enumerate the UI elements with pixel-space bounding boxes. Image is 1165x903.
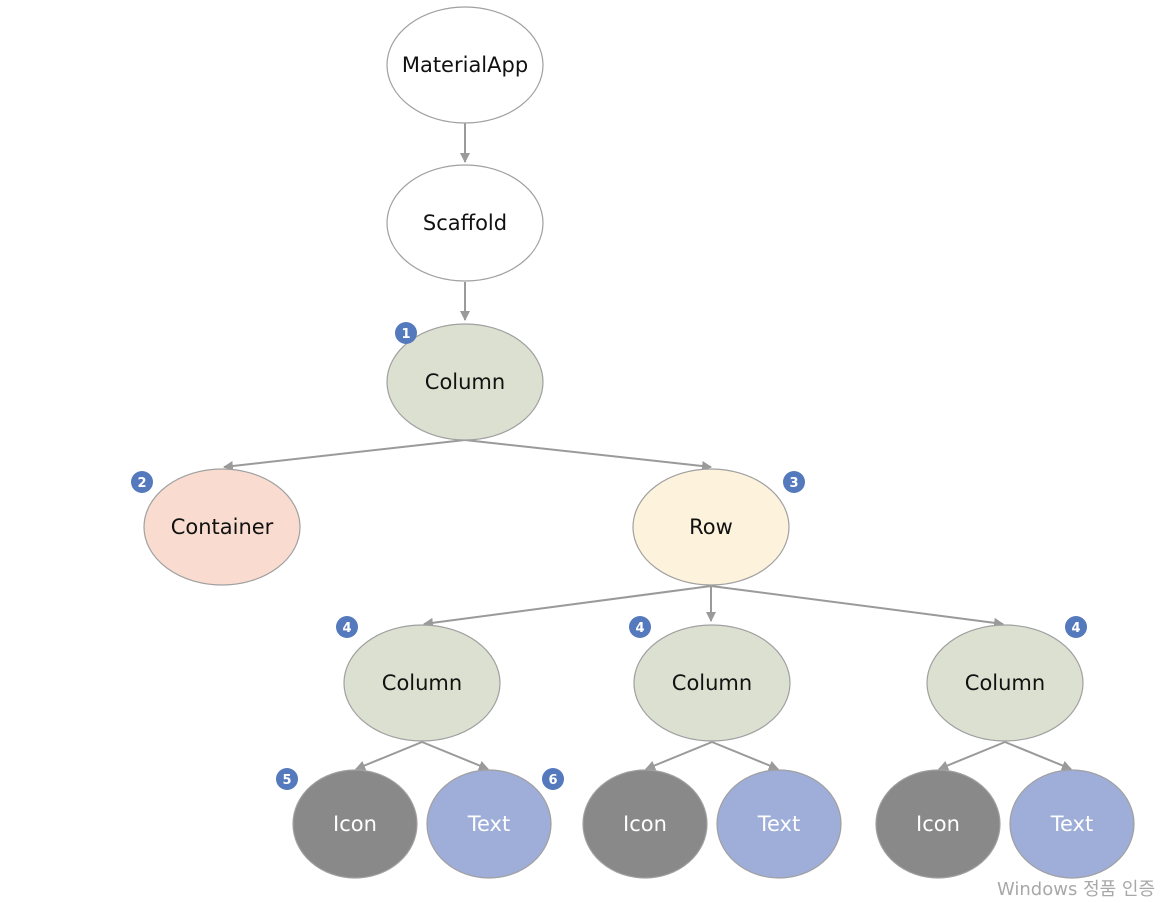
badge-circle: [1065, 616, 1087, 638]
badge-3: 3: [783, 471, 805, 493]
node-label: Column: [965, 671, 1045, 695]
edge-column-b-icon: [645, 741, 713, 771]
node-shape: [292, 769, 418, 879]
node-shape: [386, 164, 544, 282]
node-label: Icon: [333, 812, 377, 836]
node-text-b: Text: [716, 769, 842, 879]
badge-1: 1: [395, 322, 417, 344]
badge-label: 1: [401, 327, 410, 342]
badge-circle: [629, 616, 651, 638]
badge-label: 3: [789, 476, 798, 491]
node-shape: [343, 624, 501, 742]
badge-5: 5: [276, 768, 298, 790]
badge-circle: [276, 768, 298, 790]
badge-label: 6: [548, 773, 557, 788]
badge-6: 6: [542, 768, 564, 790]
node-shape: [386, 6, 544, 124]
node-label: Text: [467, 812, 510, 836]
node-shape: [633, 624, 791, 742]
node-label: Column: [672, 671, 752, 695]
node-column-b: Column: [633, 624, 791, 742]
node-label: Icon: [916, 812, 960, 836]
edge-column-a-icon: [355, 741, 423, 771]
node-label: Column: [382, 671, 462, 695]
node-label: Column: [425, 370, 505, 394]
edge-column-b-text: [711, 741, 779, 771]
node-shape: [632, 468, 790, 586]
badge-circle: [395, 322, 417, 344]
badge-circle: [783, 471, 805, 493]
node-column-root: Column: [386, 323, 544, 441]
node-text-a: Text: [426, 769, 552, 879]
node-label: Scaffold: [423, 211, 507, 235]
node-materialapp: MaterialApp: [386, 6, 544, 124]
node-shape: [716, 769, 842, 879]
edge-column-container: [223, 439, 466, 471]
badge-label: 5: [282, 773, 291, 788]
node-shape: [143, 468, 301, 586]
node-row: Row: [632, 468, 790, 586]
node-label: Container: [171, 515, 274, 539]
badge-4-middle: 4: [629, 616, 651, 638]
badge-label: 4: [342, 621, 351, 636]
edge-column-row: [464, 439, 712, 471]
badge-4-right: 4: [1065, 616, 1087, 638]
node-column-a: Column: [343, 624, 501, 742]
node-icon-b: Icon: [582, 769, 708, 879]
node-label: Text: [757, 812, 800, 836]
node-text-c: Text: [1009, 769, 1135, 879]
node-label: Text: [1050, 812, 1093, 836]
badge-label: 4: [635, 621, 644, 636]
badge-circle: [542, 768, 564, 790]
node-shape: [582, 769, 708, 879]
node-label: MaterialApp: [402, 53, 528, 77]
node-label: Icon: [623, 812, 667, 836]
badge-4-left: 4: [336, 616, 358, 638]
edge-row-column-c: [710, 585, 1004, 628]
windows-activation-watermark: Windows 정품 인증: [997, 879, 1156, 900]
node-column-c: Column: [926, 624, 1084, 742]
node-scaffold: Scaffold: [386, 164, 544, 282]
edge-column-c-text: [1004, 741, 1072, 771]
node-icon-a: Icon: [292, 769, 418, 879]
edge-row-column-a: [423, 585, 712, 628]
node-label: Row: [689, 515, 733, 539]
edge-column-c-icon: [938, 741, 1006, 771]
node-shape: [1009, 769, 1135, 879]
edge-column-a-text: [421, 741, 489, 771]
badge-2: 2: [131, 471, 153, 493]
badge-label: 4: [1071, 621, 1080, 636]
edges: [223, 123, 1072, 771]
node-shape: [875, 769, 1001, 879]
badge-circle: [131, 471, 153, 493]
node-shape: [426, 769, 552, 879]
node-shape: [926, 624, 1084, 742]
badge-circle: [336, 616, 358, 638]
node-icon-c: Icon: [875, 769, 1001, 879]
badge-label: 2: [137, 476, 146, 491]
node-container: Container: [143, 468, 301, 586]
node-shape: [386, 323, 544, 441]
